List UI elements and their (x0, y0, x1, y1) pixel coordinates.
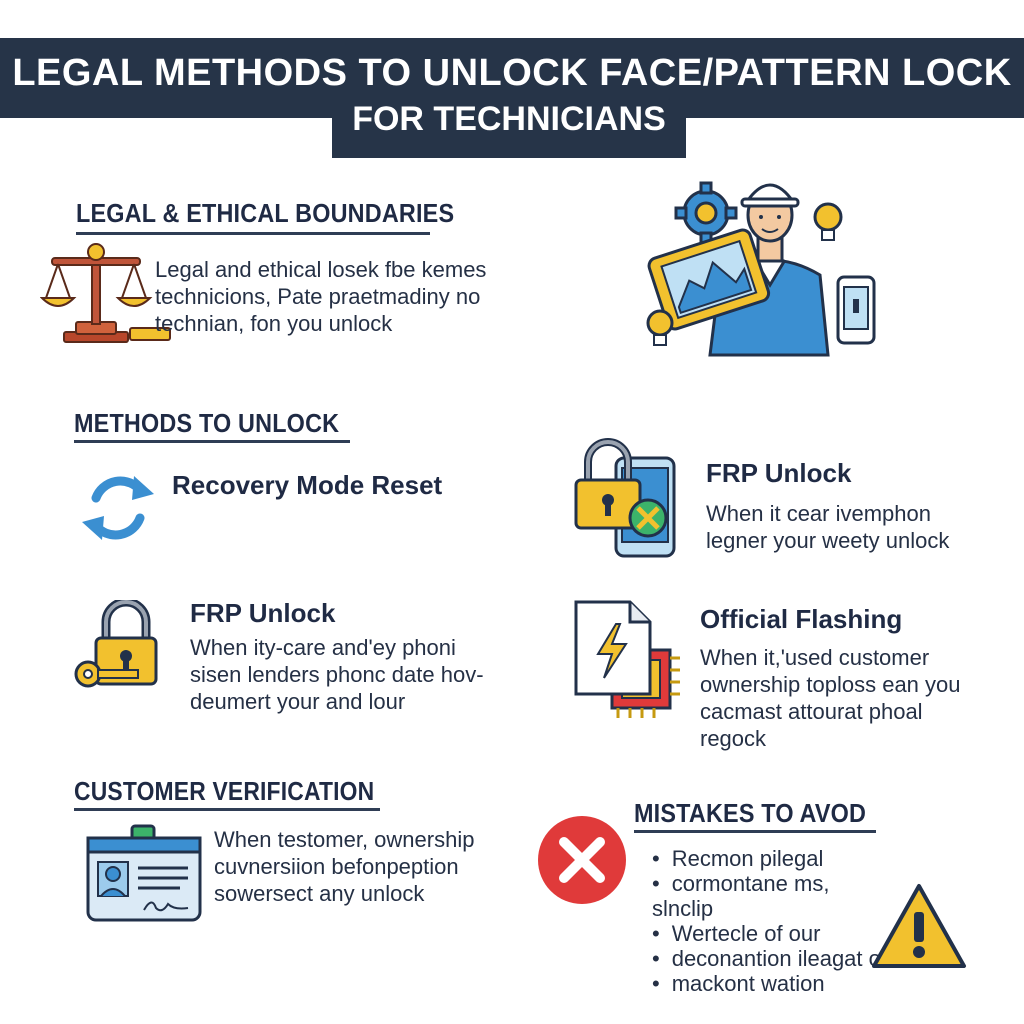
firmware-file-icon (572, 598, 684, 720)
verification-heading: CUSTOMER VERIFICATION (74, 776, 375, 806)
list-item: Recmon pilegal (652, 846, 892, 871)
mistakes-list: Recmon pilegal cormontane ms, slnclip We… (652, 846, 892, 996)
method-title-recovery: Recovery Mode Reset (172, 470, 443, 500)
list-item: cormontane ms, slnclip (652, 871, 892, 921)
method-title-flashing: Official Flashing (700, 604, 903, 634)
technician-with-tablet-icon (640, 165, 890, 365)
legal-heading: LEGAL & ETHICAL BOUNDARIES (76, 198, 455, 228)
verification-body: When testomer, ownership cuvnersiion bef… (214, 827, 475, 906)
id-card-icon (84, 824, 204, 924)
method-title-frp-left: FRP Unlock (190, 598, 336, 628)
verification-heading-underline (74, 808, 380, 811)
method-body-frp-left: When ity-care and'ey phoni sisen lenders… (190, 635, 484, 714)
title-banner (0, 38, 1024, 118)
list-item: Wertecle of our (652, 921, 892, 946)
x-circle-icon (536, 814, 628, 906)
title-banner-tab (332, 118, 686, 158)
mistakes-heading-underline (634, 830, 876, 833)
method-body-frp-right: When it cear ivemphon legner your weety … (706, 501, 950, 553)
methods-heading: METHODS TO UNLOCK (74, 408, 340, 438)
page-subtitle: FOR TECHNICIANS (352, 100, 666, 138)
legal-body: Legal and ethical losek fbe kemes techni… (155, 257, 487, 336)
legal-heading-underline (76, 232, 430, 235)
method-body-flashing: When it,'used customer ownership toploss… (700, 645, 961, 751)
refresh-icon (76, 468, 160, 548)
phone-lock-icon (570, 432, 680, 560)
warning-icon (868, 880, 970, 972)
methods-heading-underline (74, 440, 350, 443)
padlock-key-icon (72, 600, 168, 696)
method-title-frp-right: FRP Unlock (706, 458, 852, 488)
scales-icon (40, 240, 172, 344)
page-title: LEGAL METHODS TO UNLOCK FACE/PATTERN LOC… (12, 52, 1012, 94)
list-item: mackont wation (652, 971, 892, 996)
list-item: deconantion ileagat or (652, 946, 892, 971)
mistakes-heading: MISTAKES TO AVOD (634, 798, 867, 828)
